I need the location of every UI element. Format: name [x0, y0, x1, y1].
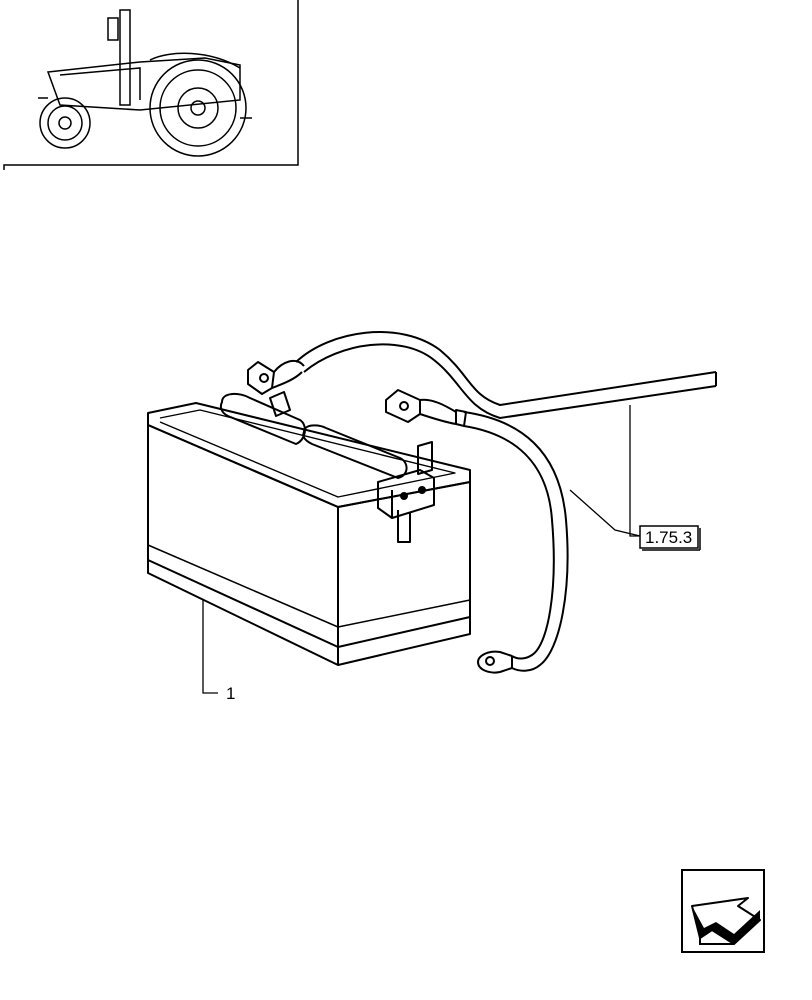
callout-part-1: 1	[226, 684, 235, 703]
leader-ref-cable	[569, 489, 641, 537]
thumbnail-frame	[3, 0, 299, 170]
battery-terminal-clamp	[377, 469, 435, 519]
back-arrow-button[interactable]	[681, 869, 765, 953]
battery-cable-lower	[385, 389, 569, 674]
battery-terminal-negative	[269, 391, 291, 417]
leader-lines	[202, 405, 641, 694]
tractor-thumbnail-icon	[38, 9, 252, 157]
leader-part-1	[202, 600, 218, 694]
battery-cable-upper	[247, 331, 717, 419]
back-arrow-icon	[691, 897, 761, 945]
callout-ref-box[interactable]: 1.75.3	[639, 525, 701, 551]
battery-handle-right	[302, 424, 408, 479]
battery-front-face	[147, 424, 339, 648]
battery	[147, 391, 471, 666]
tractor-thumbnail	[3, 0, 299, 170]
callout-ref-label: 1.75.3	[645, 528, 692, 547]
leader-ref-upper	[629, 405, 640, 537]
